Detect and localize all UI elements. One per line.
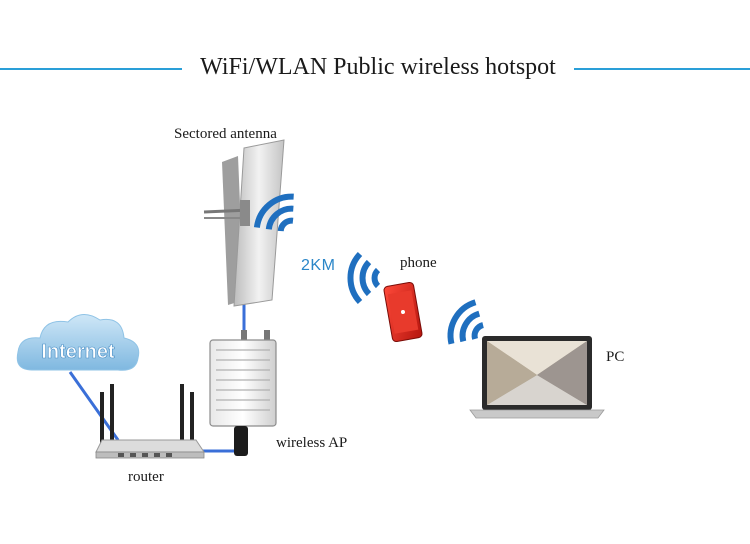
label-wireless-ap: wireless AP bbox=[276, 435, 348, 451]
laptop-icon bbox=[469, 336, 605, 419]
phone-icon bbox=[383, 281, 423, 343]
wifi-signal-icon bbox=[253, 193, 485, 345]
cloud-icon: Internet bbox=[16, 314, 140, 371]
page-title: WiFi/WLAN Public wireless hotspot bbox=[184, 50, 572, 84]
title-rule-right bbox=[574, 68, 750, 70]
label-pc: PC bbox=[606, 349, 625, 365]
title-rule-left bbox=[0, 68, 182, 70]
label-sectored-antenna: Sectored antenna bbox=[174, 126, 277, 142]
wireless-ap-icon bbox=[209, 330, 277, 456]
router-icon bbox=[95, 384, 205, 459]
internet-label: Internet bbox=[41, 341, 115, 363]
label-router: router bbox=[128, 469, 164, 485]
label-phone: phone bbox=[400, 255, 437, 271]
label-distance: 2KM bbox=[301, 257, 336, 274]
